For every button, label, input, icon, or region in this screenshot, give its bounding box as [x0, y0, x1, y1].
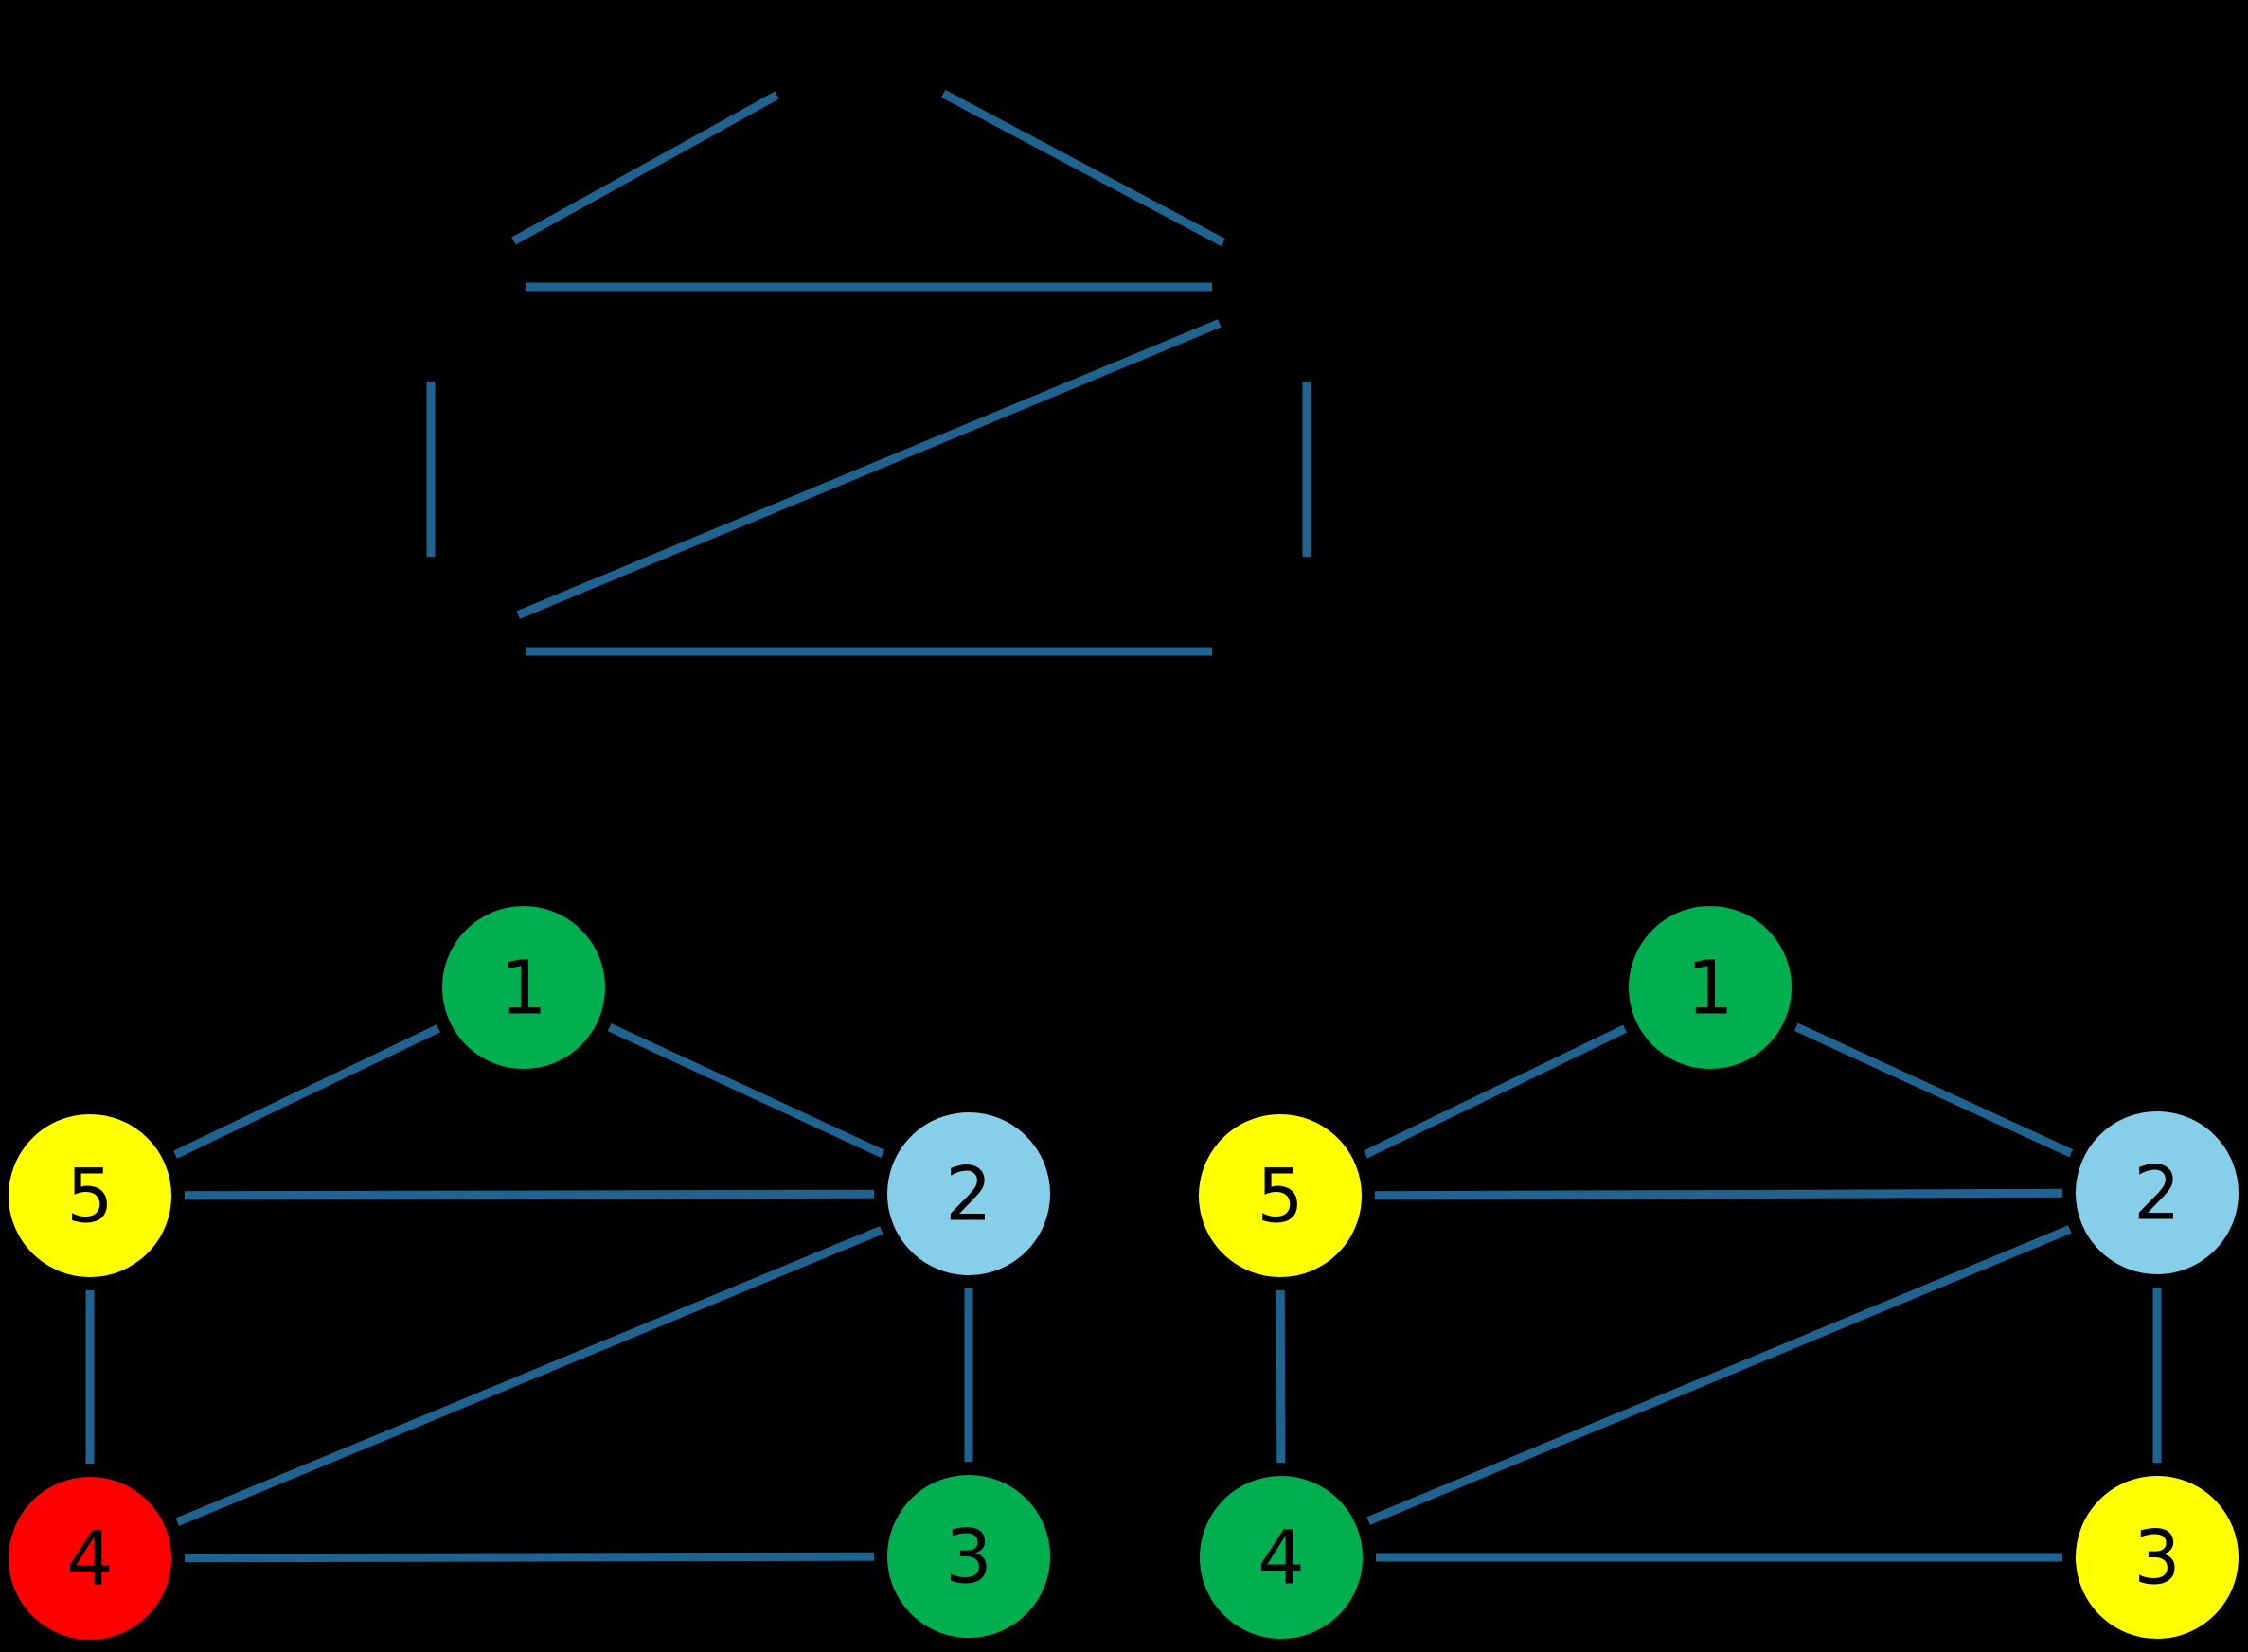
node-2: 2 — [2062, 1098, 2248, 1288]
node-label-1: 1 — [1686, 946, 1734, 1031]
node-4: 4 — [1186, 1463, 1376, 1652]
node-circle-4 — [1186, 1463, 1376, 1652]
node-1: 1 — [765, 0, 955, 144]
node-3: 3 — [2062, 1463, 2248, 1652]
node-label-4: 4 — [407, 610, 455, 695]
edge-5-2 — [1279, 1188, 2158, 1200]
edge-4-3 — [89, 1552, 970, 1563]
colored-graph-left: 1 2 3 4 5 — [0, 893, 1063, 1652]
node-circle-1 — [1615, 893, 1805, 1082]
edge-2-4 — [88, 1189, 971, 1563]
node-label-4: 4 — [1258, 1516, 1305, 1601]
node-label-3: 3 — [2133, 1516, 2181, 1601]
node-label-2: 2 — [945, 1152, 992, 1237]
node-circle-4 — [0, 1464, 185, 1652]
edge-2-4 — [1279, 1188, 2159, 1562]
node-label-5: 5 — [407, 245, 455, 330]
node-label-5: 5 — [1257, 1154, 1304, 1239]
node-circle-5 — [0, 1101, 185, 1290]
node-3: 3 — [874, 1462, 1063, 1651]
node-label-1: 1 — [836, 8, 883, 93]
node-label-3: 3 — [945, 1515, 992, 1600]
uncolored-graph-top: 1 2 3 4 5 — [336, 0, 1401, 746]
node-2: 2 — [874, 1099, 1063, 1288]
node-label-4: 4 — [66, 1517, 114, 1602]
node-label-2: 2 — [1283, 245, 1330, 330]
node-circle-3 — [1212, 557, 1401, 746]
node-1: 1 — [1615, 893, 1805, 1082]
node-4: 4 — [0, 1464, 185, 1652]
node-circle-2 — [1212, 192, 1401, 382]
node-label-1: 1 — [500, 946, 547, 1031]
edge-2-4 — [429, 282, 1309, 656]
node-circle-4 — [336, 557, 526, 746]
node-circle-3 — [874, 1462, 1063, 1651]
node-5: 5 — [0, 1101, 185, 1290]
node-5: 5 — [336, 192, 526, 382]
node-circle-2 — [2062, 1098, 2248, 1288]
node-circle-5 — [1186, 1101, 1375, 1290]
edge-5-2 — [89, 1189, 970, 1200]
colored-graph-right: 1 2 3 4 5 — [1186, 893, 2248, 1652]
node-circle-3 — [2062, 1463, 2248, 1652]
node-circle-1 — [765, 0, 955, 144]
node-2: 2 — [1212, 192, 1401, 382]
node-5: 5 — [1186, 1101, 1375, 1290]
node-4: 4 — [336, 557, 526, 746]
node-1: 1 — [429, 893, 618, 1082]
node-label-3: 3 — [1283, 610, 1330, 695]
node-label-5: 5 — [66, 1154, 114, 1239]
node-circle-1 — [429, 893, 618, 1082]
node-3: 3 — [1212, 557, 1401, 746]
node-circle-5 — [336, 192, 526, 382]
node-label-2: 2 — [2133, 1151, 2181, 1236]
node-circle-2 — [874, 1099, 1063, 1288]
